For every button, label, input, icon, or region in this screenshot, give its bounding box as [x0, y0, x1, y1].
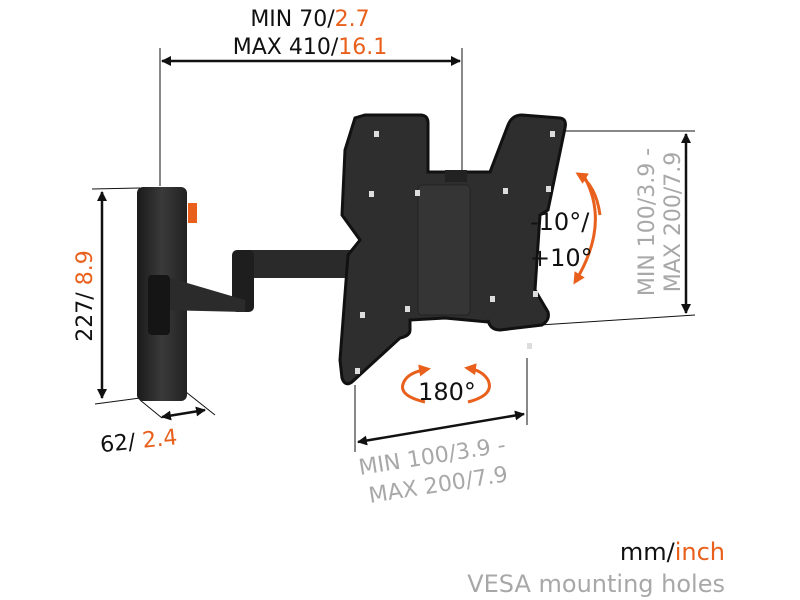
rotation-label: 180°: [418, 378, 476, 406]
mounting-hole: [355, 368, 360, 374]
mounting-hole: [374, 131, 379, 137]
mounting-hole: [527, 343, 532, 349]
mounting-hole: [415, 190, 420, 196]
mounting-hole: [503, 188, 508, 194]
depth-extension-line: [139, 399, 163, 419]
height-dimension: 227/ 8.9: [73, 187, 141, 405]
tilt-indicator: -10°/ +10°: [530, 172, 602, 285]
rotation-left-arrow: [401, 364, 431, 404]
vesa-vertical-dimension: MIN 100/3.9 - MAX 200/7.9: [539, 130, 696, 326]
outer-arm: [235, 250, 355, 278]
depth-arrow: [161, 406, 206, 421]
height-label: 227/ 8.9: [73, 250, 98, 341]
mounting-hole: [369, 191, 374, 197]
width-dimension: MIN 70/2.7 MAX 410/16.1: [159, 7, 463, 186]
mounting-hole: [550, 131, 555, 137]
inner-arm: [160, 275, 245, 312]
arm-joint: [232, 250, 254, 312]
tilt-up-arrow: [575, 172, 602, 216]
legend-units: mm/inch: [620, 538, 725, 566]
width-min-label: MIN 70/2.7: [250, 7, 369, 32]
mounting-holes: [355, 131, 555, 374]
wall-mount-product: [137, 187, 355, 401]
vesa-plate-center-panel: [417, 184, 471, 316]
wall-hinge: [148, 275, 170, 335]
mounting-hole: [405, 306, 410, 312]
vesa-vertical-line2: MAX 200/7.9: [661, 152, 686, 293]
tilt-line2: +10°: [530, 244, 593, 272]
depth-label: 62/ 2.4: [99, 425, 179, 458]
vesa-vertical-line1: MIN 100/3.9 -: [635, 148, 660, 296]
rotation-indicator: 180°: [401, 363, 491, 406]
depth-extension-line: [185, 391, 216, 416]
legend: mm/inch VESA mounting holes: [467, 538, 725, 598]
vesa-plate-latch: [445, 170, 467, 182]
depth-dimension: 62/ 2.4: [99, 391, 216, 458]
width-max-label: MAX 410/16.1: [233, 35, 387, 60]
tilt-down-arrow: [573, 177, 597, 285]
vesa-horizontal-dimension: MIN 100/3.9 - MAX 200/7.9: [354, 358, 528, 509]
mounting-hole: [546, 186, 551, 192]
height-extension-line: [94, 397, 141, 405]
height-extension-line: [91, 187, 141, 190]
mounting-hole: [490, 296, 495, 302]
rotation-right-arrow: [464, 363, 491, 404]
mounting-hole: [533, 291, 538, 297]
vesa-vertical-extension-line: [539, 314, 696, 326]
legend-vesa: VESA mounting holes: [467, 570, 725, 598]
orange-tab: [188, 203, 197, 223]
vesa-horizontal-arrow: [357, 410, 525, 446]
tilt-line1: -10°/: [530, 208, 590, 236]
mounting-hole: [360, 312, 365, 318]
vesa-plate: [338, 113, 567, 386]
